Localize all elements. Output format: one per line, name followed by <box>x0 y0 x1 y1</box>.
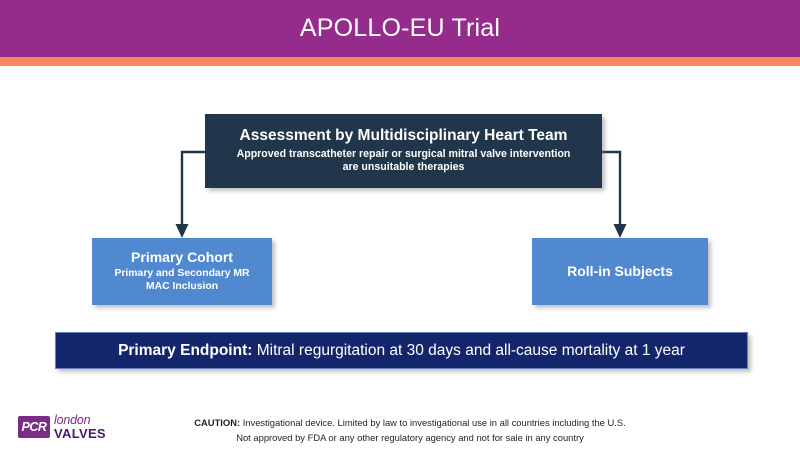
arrowhead-left <box>175 224 189 238</box>
caution-statement: CAUTION: Investigational device. Limited… <box>130 416 690 445</box>
caution-line-1: CAUTION: Investigational device. Limited… <box>130 416 690 431</box>
slide-header-bar: APOLLO-EU Trial <box>0 0 800 57</box>
primary-endpoint-text: Primary Endpoint: Mitral regurgitation a… <box>118 343 685 359</box>
logo-word-london: london <box>54 413 91 427</box>
primary-cohort-box: Primary Cohort Primary and Secondary MR … <box>92 238 272 305</box>
primary-endpoint-label: Primary Endpoint: <box>118 341 253 359</box>
primary-cohort-title: Primary Cohort <box>131 249 233 266</box>
primary-endpoint-detail: Mitral regurgitation at 30 days and all-… <box>252 341 685 359</box>
primary-cohort-subtitle-line2: MAC Inclusion <box>145 281 219 293</box>
primary-cohort-subtitle-line1: Primary and Secondary MR <box>114 267 250 279</box>
assessment-subtitle-line1: Approved transcatheter repair or surgica… <box>236 147 571 160</box>
pcr-badge-text: PCR <box>21 419 47 434</box>
page-title: APOLLO-EU Trial <box>299 14 501 42</box>
pcr-badge-icon: PCR <box>18 416 50 438</box>
connector-line-right <box>602 150 622 226</box>
caution-line-1-text: Investigational device. Limited by law t… <box>240 417 626 428</box>
primary-cohort-subtitle: Primary and Secondary MR MAC Inclusion <box>114 267 249 294</box>
roll-in-subjects-box: Roll-in Subjects <box>532 238 708 305</box>
connector-line-left <box>180 150 205 226</box>
assessment-box: Assessment by Multidisciplinary Heart Te… <box>205 114 602 188</box>
roll-in-subjects-title: Roll-in Subjects <box>567 263 673 280</box>
caution-line-2: Not approved by FDA or any other regulat… <box>236 431 584 443</box>
assessment-subtitle: Approved transcatheter repair or surgica… <box>237 148 571 175</box>
arrowhead-right <box>613 224 627 238</box>
header-accent-stripe <box>0 57 800 66</box>
assessment-title: Assessment by Multidisciplinary Heart Te… <box>239 127 568 145</box>
assessment-subtitle-line2: are unsuitable therapies <box>342 161 465 174</box>
pcr-london-valves-logo: PCR london VALVES <box>18 414 106 440</box>
caution-label: CAUTION: <box>194 417 241 428</box>
logo-wordmark: london VALVES <box>54 414 106 440</box>
logo-word-valves: VALVES <box>54 425 106 441</box>
primary-endpoint-bar: Primary Endpoint: Mitral regurgitation a… <box>55 332 748 369</box>
